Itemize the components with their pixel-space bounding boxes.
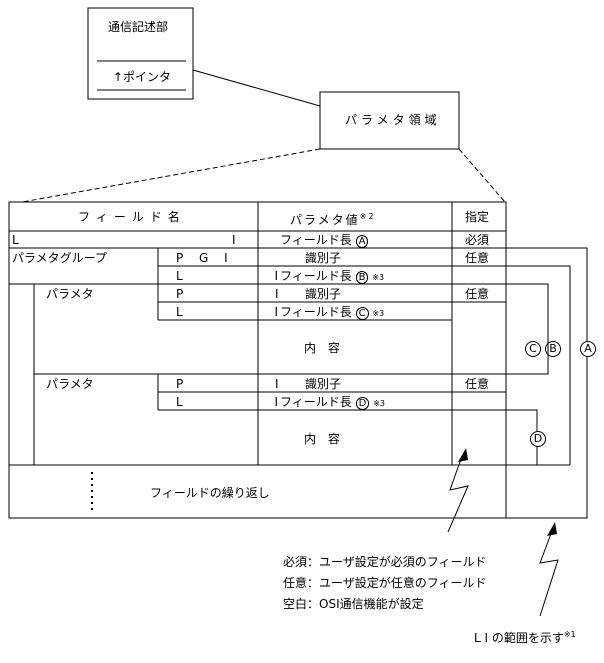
li-name-right: I [232, 233, 236, 247]
marker-a: A [355, 235, 369, 248]
bracket-b-label: B [545, 341, 561, 357]
li-designation: 必須 [465, 233, 490, 247]
legend-required: 必須：ユーザ設定が必須のフィールド [283, 555, 487, 569]
li-range-note: ※1 [563, 630, 576, 639]
li-range-text: L I の範囲を示す [474, 631, 564, 645]
param2-pi-name: P I [176, 377, 323, 391]
param1-name: パラメタ [46, 287, 94, 301]
li-value-text: フィールド長 [280, 233, 352, 247]
param1-pi-name: P I [176, 287, 323, 301]
comm-box [87, 7, 194, 100]
param2-pi-value: 識別子 [305, 377, 342, 391]
legend-blank: 空白：OSI通信機能が設定 [283, 597, 424, 611]
param2-li-name: L I [176, 395, 323, 409]
param-area-label: パラメタ領域 [345, 113, 441, 127]
param2-pi-designation: 任意 [465, 377, 490, 391]
pgi-name: P G I [176, 251, 234, 265]
comm-box-title: 通信記述部 [108, 20, 169, 34]
marker-b: B [355, 271, 369, 284]
param1-li-value-text: フィールド長 [280, 305, 352, 319]
marker-d: D [355, 397, 370, 410]
header-field-name: フィールド名 [78, 210, 186, 224]
marker-c: C [355, 307, 369, 320]
li-range-label: L I の範囲を示す※1 [474, 628, 576, 645]
repeat-label: フィールドの繰り返し [150, 486, 270, 500]
group-li-value: フィールド長 B ※3 [280, 269, 384, 285]
bracket-c-label: C [525, 341, 541, 357]
param-area-box [319, 91, 460, 150]
bracket-a-label: A [580, 341, 596, 357]
group-li-value-text: フィールド長 [280, 269, 352, 283]
param1-pi-designation: 任意 [465, 287, 490, 301]
group-li-note: ※3 [372, 273, 385, 282]
li-value: フィールド長 A [280, 233, 369, 249]
param2-li-value: フィールド長 D ※3 [280, 395, 385, 411]
param1-content: 内 容 [304, 341, 344, 355]
param1-li-name: L I [176, 305, 323, 319]
pgi-designation: 任意 [465, 251, 490, 265]
pgi-value: 識別子 [305, 251, 342, 265]
param1-pi-value: 識別子 [305, 287, 342, 301]
group-li-name: L I [176, 269, 323, 283]
param2-li-note: ※3 [373, 399, 385, 408]
param2-name: パラメタ [46, 377, 94, 391]
pointer-label: ↑ポインタ [113, 70, 172, 84]
header-param-value: パラメタ値※2 [290, 210, 375, 227]
param1-li-value: フィールド長 C ※3 [280, 305, 384, 321]
bracket-d-label: D [530, 431, 546, 447]
li-name-left: L [12, 233, 19, 247]
legend-optional: 任意：ユーザ設定が任意のフィールド [283, 576, 487, 590]
group-name: パラメタグループ [12, 251, 107, 265]
header-param-value-note: ※2 [359, 212, 376, 221]
header-param-value-text: パラメタ値 [290, 213, 360, 227]
header-designation: 指定 [465, 210, 490, 224]
param1-li-note: ※3 [372, 309, 385, 318]
param2-li-value-text: フィールド長 [280, 395, 352, 409]
param2-content: 内 容 [304, 432, 344, 446]
